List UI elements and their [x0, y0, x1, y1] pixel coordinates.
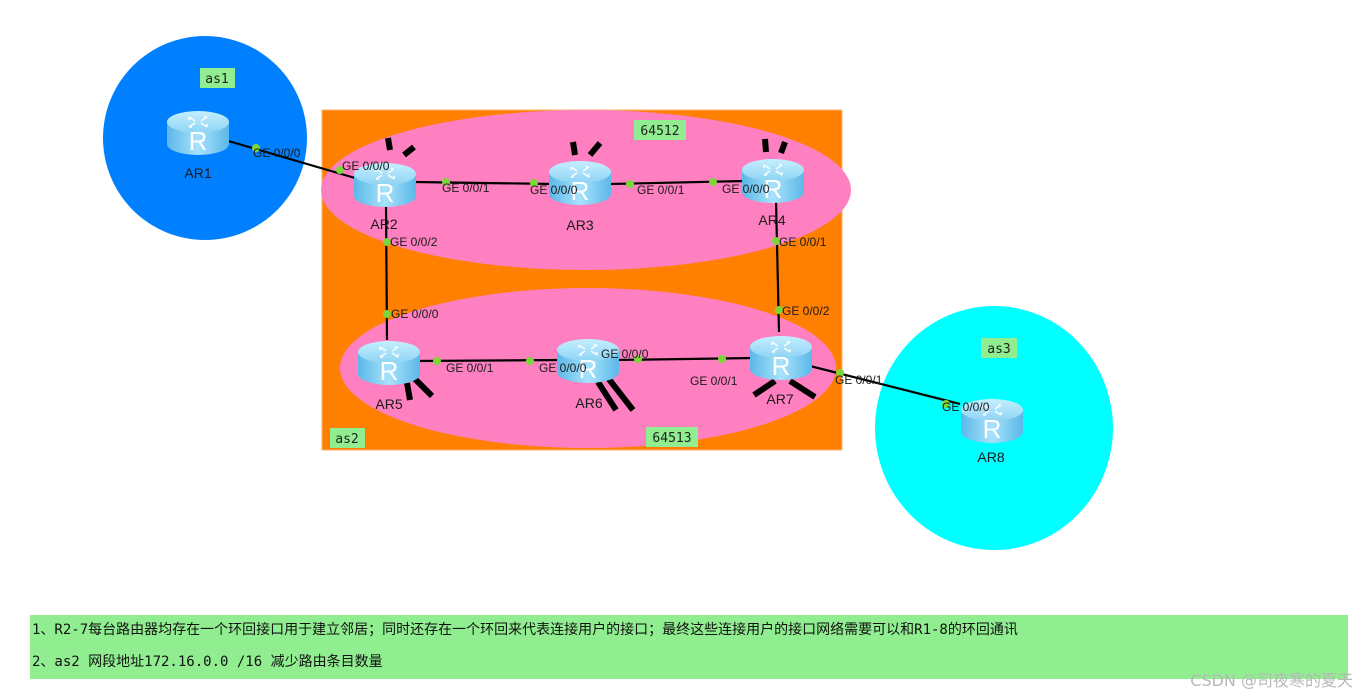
if-ar7-ge002: GE 0/0/2	[782, 304, 830, 318]
requirement-note-1: 1、R2-7每台路由器均存在一个环回接口用于建立邻居；同时还存在一个环回来代表连…	[30, 615, 1348, 647]
interface-labels: GE 0/0/0 GE 0/0/0 GE 0/0/1 GE 0/0/0 GE 0…	[253, 146, 990, 414]
if-ar6-ge000-a: GE 0/0/0	[539, 361, 587, 375]
if-ar2-ge000: GE 0/0/0	[342, 159, 390, 173]
if-ar3-ge000: GE 0/0/0	[530, 183, 578, 197]
router-ar5[interactable]: AR5	[357, 340, 421, 412]
if-ar7-ge001-ext: GE 0/0/1	[835, 373, 883, 387]
requirement-note-2: 2、as2 网段地址172.16.0.0 /16 减少路由条目数量	[30, 647, 1348, 679]
as3-tag: as3	[981, 338, 1017, 358]
if-ar2-ge001: GE 0/0/1	[442, 181, 490, 195]
router-ar6[interactable]: AR6	[556, 338, 620, 411]
as1-tag: as1	[200, 68, 235, 88]
if-ar5-ge001: GE 0/0/1	[446, 361, 494, 375]
router-label-ar5: AR5	[375, 396, 402, 412]
if-ar1-ge000: GE 0/0/0	[253, 146, 301, 160]
if-ar4-ge001: GE 0/0/1	[779, 235, 827, 249]
router-label-ar8: AR8	[977, 449, 1004, 465]
router-ar2[interactable]: AR2	[353, 162, 417, 232]
router-label-ar1: AR1	[184, 165, 211, 181]
watermark: CSDN @司夜寒的夏天	[1190, 671, 1353, 690]
if-ar7-ge001: GE 0/0/1	[690, 374, 738, 388]
link-ar1-ar2	[224, 138, 356, 180]
sub-as-64513-label: 64513	[652, 431, 691, 446]
router-ar8[interactable]: AR8	[960, 398, 1024, 465]
sub-as-64513-tag: 64513	[646, 427, 698, 447]
loopback-stubs	[385, 137, 817, 412]
router-ar4[interactable]: AR4	[741, 158, 805, 228]
if-ar6-ge000-b: GE 0/0/0	[601, 347, 649, 361]
router-ar7[interactable]: AR7	[749, 335, 813, 407]
router-label-ar3: AR3	[566, 217, 593, 233]
router-ar1[interactable]: AR1	[166, 110, 230, 181]
as2-tag: as2	[330, 428, 365, 448]
if-ar8-ge000: GE 0/0/0	[942, 400, 990, 414]
router-label-ar6: AR6	[575, 395, 602, 411]
if-ar5-ge000: GE 0/0/0	[391, 307, 439, 321]
if-ar2-ge002: GE 0/0/2	[390, 235, 438, 249]
router-label-ar7: AR7	[766, 391, 793, 407]
as1-label: as1	[205, 72, 228, 87]
router-label-ar4: AR4	[758, 212, 785, 228]
as2-label: as2	[335, 432, 358, 447]
sub-as-64512-tag: 64512	[634, 120, 686, 140]
port-dots	[252, 144, 950, 408]
sub-as-64512-label: 64512	[640, 124, 679, 139]
as3-label: as3	[987, 342, 1010, 357]
router-label-ar2: AR2	[370, 216, 397, 232]
if-ar4-ge000: GE 0/0/0	[722, 182, 770, 196]
if-ar3-ge001: GE 0/0/1	[637, 183, 685, 197]
link-ar7-ar8	[809, 364, 961, 406]
router-ar3[interactable]: AR3	[548, 160, 612, 233]
